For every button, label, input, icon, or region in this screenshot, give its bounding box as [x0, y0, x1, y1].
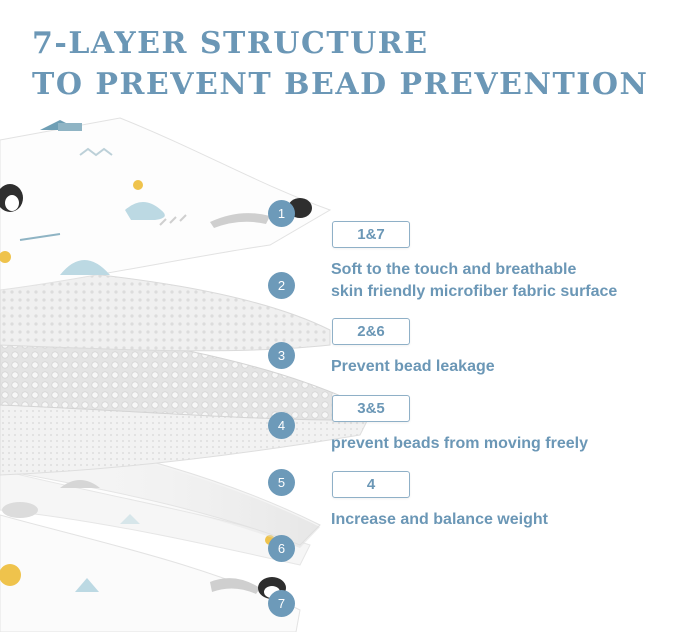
description-layers-3-5: prevent beads from moving freely: [331, 435, 588, 452]
layer-number-7: 7: [268, 590, 295, 617]
badge-layer-4: 4: [332, 471, 410, 498]
description-layers-2-6: Prevent bead leakage: [331, 358, 495, 375]
layer-2: [0, 264, 331, 352]
layer-number-3: 3: [268, 342, 295, 369]
description-layer-4: Increase and balance weight: [331, 511, 548, 528]
layer-1: [0, 117, 332, 291]
badge-layers-3-5: 3&5: [332, 395, 410, 422]
page-title-line-1: 7-LAYER STRUCTURE: [32, 26, 429, 61]
layer-number-2: 2: [268, 272, 295, 299]
layer-number-6: 6: [268, 535, 295, 562]
badge-layers-1-7: 1&7: [332, 221, 410, 248]
layer-number-5: 5: [268, 469, 295, 496]
description-layers-1-7-line-1: Soft to the touch and breathable: [331, 261, 577, 278]
layer-number-4: 4: [268, 412, 295, 439]
layer-number-1: 1: [268, 200, 295, 227]
badge-layers-2-6: 2&6: [332, 318, 410, 345]
description-layers-1-7-line-2: skin friendly microfiber fabric surface: [331, 283, 618, 300]
page-title-line-2: TO PREVENT BEAD PREVENTION: [32, 67, 649, 102]
